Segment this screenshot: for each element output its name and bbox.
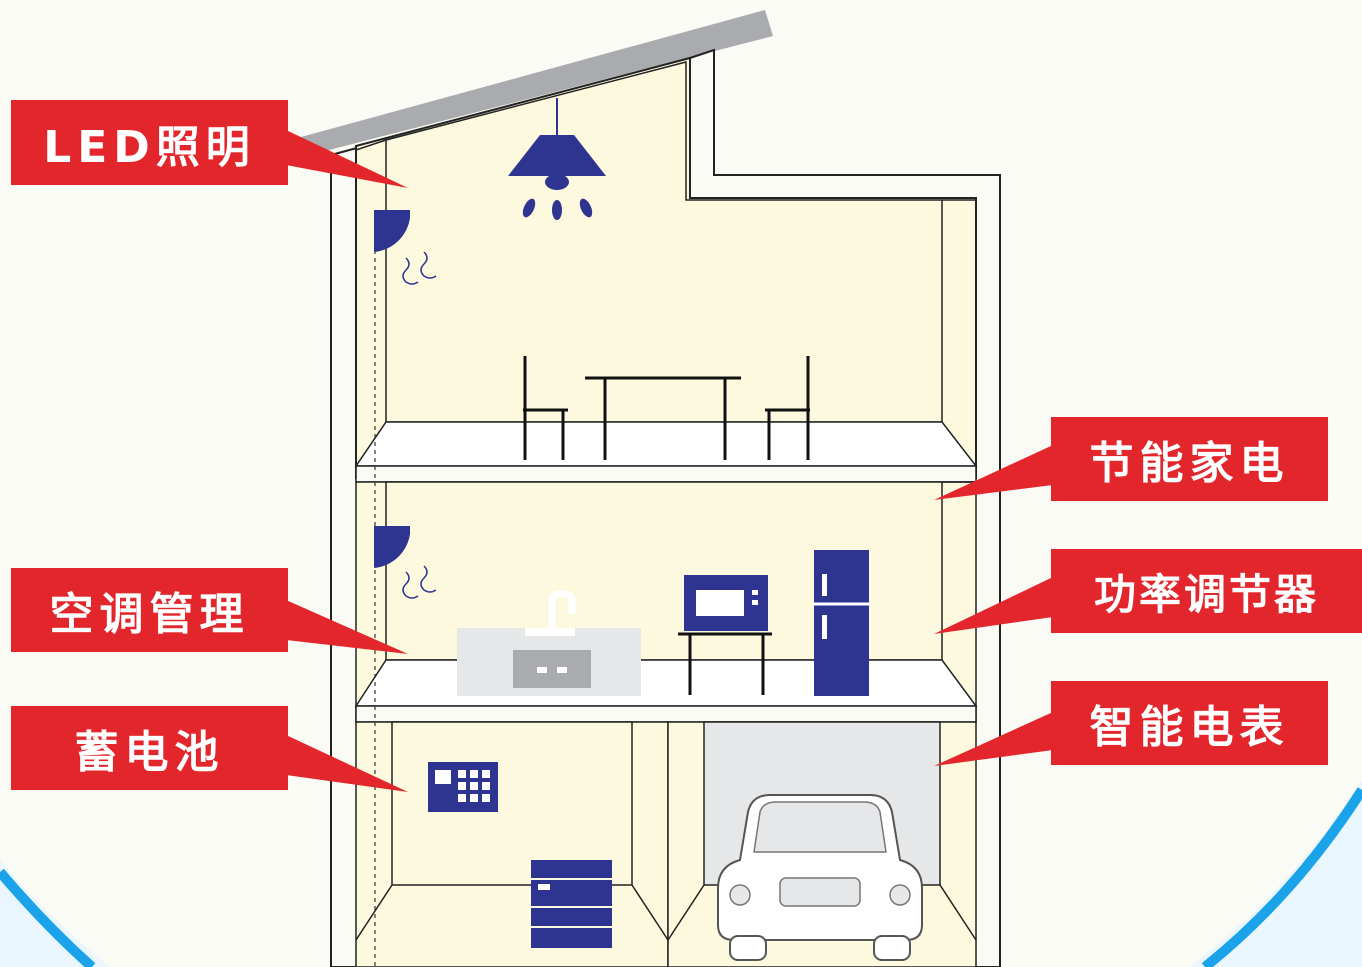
energy-saving-appliances-callout: 节能家电 xyxy=(1051,417,1328,501)
pointer-appliance xyxy=(934,445,1053,500)
led-lighting-label: LED照明 xyxy=(43,121,256,173)
energy-saving-appliances-label: 节能家电 xyxy=(1089,438,1290,489)
pointer-led xyxy=(286,130,408,188)
upper-floor xyxy=(354,421,978,467)
control-panel-icon xyxy=(428,762,498,812)
pointer-meter xyxy=(934,712,1053,766)
smart-meter-callout: 智能电表 xyxy=(1051,681,1328,765)
battery-callout: 蓄电池 xyxy=(11,706,288,790)
led-lighting-callout: LED照明 xyxy=(11,100,288,185)
microwave-icon xyxy=(684,575,768,631)
pendant-lamp-icon xyxy=(508,98,606,220)
power-conditioner-callout: 功率调节器 xyxy=(1051,549,1362,633)
refrigerator-icon xyxy=(814,550,869,696)
air-conditioning-label: 空调管理 xyxy=(49,589,250,640)
pointer-ac xyxy=(286,600,408,654)
car-icon xyxy=(717,794,923,961)
pointer-battery xyxy=(286,735,408,792)
middle-floor xyxy=(354,659,978,707)
power-conditioner-label: 功率调节器 xyxy=(1093,569,1319,619)
dining-set xyxy=(523,356,810,460)
smart-meter-label: 智能电表 xyxy=(1089,702,1290,753)
right-blue-arc-line xyxy=(1201,787,1362,967)
left-blue-arc xyxy=(0,860,110,967)
left-blue-arc-line xyxy=(0,868,96,967)
pointer-power xyxy=(934,577,1053,634)
air-conditioning-callout: 空调管理 xyxy=(11,568,288,652)
battery-label: 蓄电池 xyxy=(74,727,225,778)
sink-icon xyxy=(457,590,641,696)
roof xyxy=(290,10,773,158)
air-conditioner-icon xyxy=(374,210,437,285)
side-table xyxy=(678,632,772,695)
battery-cabinet-icon xyxy=(531,860,612,948)
right-blue-arc xyxy=(1190,780,1362,967)
air-conditioner-icon xyxy=(374,526,437,599)
